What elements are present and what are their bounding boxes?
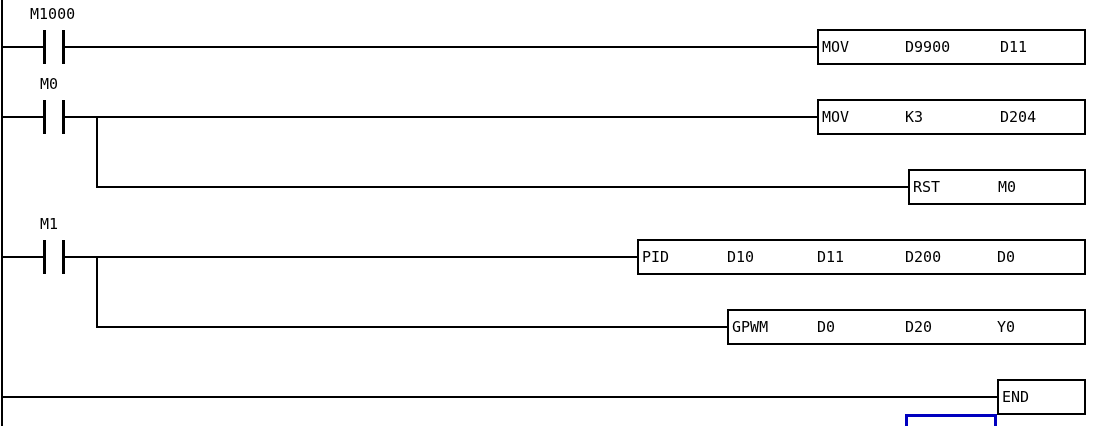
instruction-op: GPWM [732,318,769,336]
instruction-operand: D9900 [905,38,951,56]
instruction-box-end[interactable]: END [997,379,1086,415]
contact-m1000[interactable] [40,30,66,64]
rung4-branch-vertical [96,256,98,328]
contact-bar-icon [43,240,46,274]
rung3-wire [97,186,908,188]
instruction-operand: M0 [998,178,1017,196]
contact-bar-icon [43,100,46,134]
contact-m1[interactable] [40,240,66,274]
instruction-operand: D200 [905,248,942,266]
instruction-op: END [1002,388,1030,406]
instruction-operand: Y0 [997,318,1016,336]
rung2-branch-vertical [96,116,98,188]
rung4-wire-left [2,256,43,258]
instruction-box-mov-1[interactable]: MOV D9900 D11 [817,29,1086,65]
instruction-op: MOV [822,38,850,56]
instruction-box-pid[interactable]: PID D10 D11 D200 D0 [637,239,1086,275]
rung2-wire-left [2,116,43,118]
instruction-box-rst[interactable]: RST M0 [908,169,1086,205]
instruction-op: RST [913,178,941,196]
instruction-box-gpwm[interactable]: GPWM D0 D20 Y0 [727,309,1086,345]
instruction-operand: D204 [1000,108,1037,126]
instruction-operand: D0 [817,318,836,336]
contact-label-m0: M0 [40,75,59,93]
left-power-rail [1,0,3,426]
contact-label-m1: M1 [40,215,59,233]
instruction-op: PID [642,248,670,266]
instruction-operand: D11 [1000,38,1028,56]
rung6-wire [2,396,997,398]
rung1-wire-left [2,46,43,48]
rung4-wire-right [65,256,637,258]
instruction-operand: D20 [905,318,933,336]
contact-bar-icon [62,100,65,134]
contact-bar-icon [62,30,65,64]
instruction-operand: D0 [997,248,1016,266]
selection-cursor[interactable] [905,414,997,426]
instruction-operand: K3 [905,108,924,126]
contact-label-m1000: M1000 [30,5,76,23]
rung5-wire [97,326,727,328]
instruction-box-mov-2[interactable]: MOV K3 D204 [817,99,1086,135]
contact-bar-icon [62,240,65,274]
rung2-wire-right [65,116,817,118]
contact-bar-icon [43,30,46,64]
contact-m0[interactable] [40,100,66,134]
instruction-operand: D11 [817,248,845,266]
rung1-wire-right [65,46,817,48]
instruction-operand: D10 [727,248,755,266]
instruction-op: MOV [822,108,850,126]
